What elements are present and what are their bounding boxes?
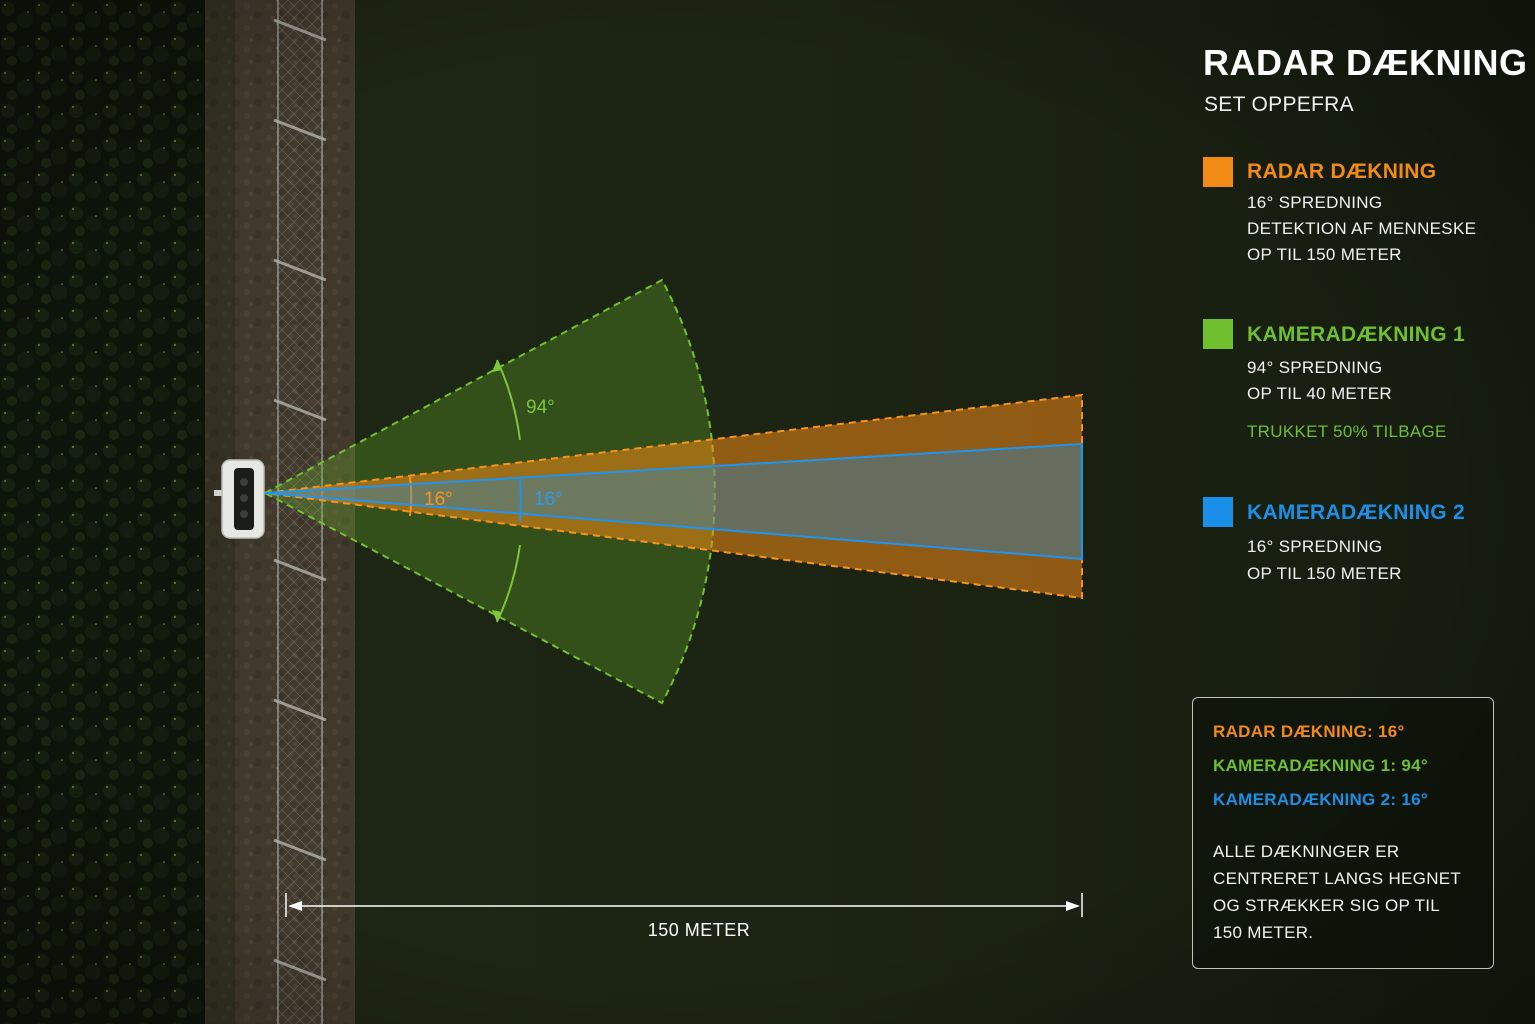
summary-camera1: KAMERADÆKNING 1: 94° <box>1213 756 1428 775</box>
summary-note-line: OG STRÆKKER SIG OP TIL <box>1213 896 1441 915</box>
camera2-legend-title: KAMERADÆKNING 2 <box>1247 501 1466 524</box>
radar-legend-line: 16° SPREDNING <box>1247 193 1383 212</box>
summary-note-line: 150 METER. <box>1213 923 1314 942</box>
camera1-legend-title: KAMERADÆKNING 1 <box>1247 323 1466 346</box>
summary-radar: RADAR DÆKNING: 16° <box>1213 722 1405 741</box>
camera1-legend-swatch <box>1203 319 1233 349</box>
camera1-angle-label: 94° <box>526 397 555 418</box>
radar-angle-label: 16° <box>424 489 453 510</box>
panel-subtitle: SET OPPEFRA <box>1204 93 1354 116</box>
camera2-angle-label: 16° <box>534 489 563 510</box>
camera1-legend-line: OP TIL 40 METER <box>1247 384 1392 403</box>
camera2-legend-line: OP TIL 150 METER <box>1247 564 1402 583</box>
camera1-legend-note: TRUKKET 50% TILBAGE <box>1247 422 1447 441</box>
radar-legend-swatch <box>1203 157 1233 187</box>
summary-camera2: KAMERADÆKNING 2: 16° <box>1213 790 1428 809</box>
radar-legend-line: DETEKTION AF MENNESKE <box>1247 219 1477 238</box>
summary-note-line: ALLE DÆKNINGER ER <box>1213 842 1400 861</box>
radar-legend-line: OP TIL 150 METER <box>1247 245 1402 264</box>
radar-camera-device-icon <box>214 459 265 539</box>
camera2-legend-line: 16° SPREDNING <box>1247 537 1383 556</box>
camera2-legend-swatch <box>1203 497 1233 527</box>
panel-title: RADAR DÆKNING <box>1203 42 1528 83</box>
hedge <box>0 0 205 1024</box>
radar-legend-title: RADAR DÆKNING <box>1247 160 1437 183</box>
camera1-legend-line: 94° SPREDNING <box>1247 358 1383 377</box>
summary-box <box>1192 697 1494 969</box>
summary-note-line: CENTRERET LANGS HEGNET <box>1213 869 1462 888</box>
distance-label: 150 METER <box>648 920 751 940</box>
